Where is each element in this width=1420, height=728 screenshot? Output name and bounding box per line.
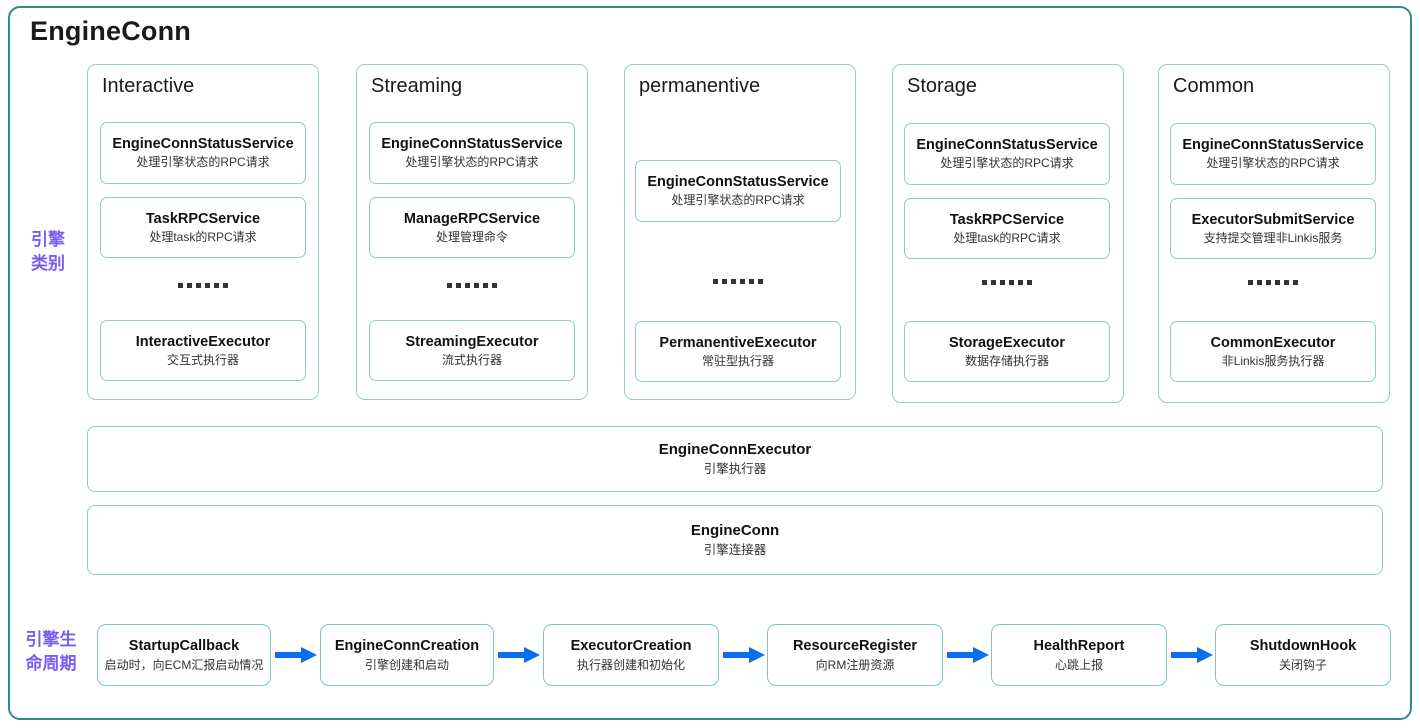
- service-box[interactable]: CommonExecutor 非Linkis服务执行器: [1170, 321, 1376, 382]
- ellipsis-icon: [369, 283, 575, 288]
- service-desc: 处理task的RPC请求: [149, 229, 257, 244]
- service-name: EngineConnStatusService: [647, 174, 829, 190]
- service-box[interactable]: EngineConnStatusService 处理引擎状态的RPC请求: [369, 122, 575, 184]
- ellipsis-icon: [904, 280, 1110, 285]
- service-name: PermanentiveExecutor: [659, 334, 817, 351]
- service-desc: 非Linkis服务执行器: [1221, 353, 1325, 368]
- arrow-icon: [947, 647, 989, 663]
- lifecycle-desc: 引擎创建和启动: [364, 657, 449, 672]
- lifecycle-desc: 关闭钩子: [1278, 657, 1327, 672]
- lifecycle-step-startupcallback[interactable]: StartupCallback 启动时，向ECM汇报启动情况: [97, 624, 271, 686]
- service-desc: 处理引擎状态的RPC请求: [671, 193, 805, 207]
- service-box[interactable]: EngineConnStatusService 处理引擎状态的RPC请求: [635, 160, 841, 222]
- rail-label-engine-category: 引擎 类别: [31, 230, 65, 273]
- lifecycle-step-resourceregister[interactable]: ResourceRegister 向RM注册资源: [767, 624, 943, 686]
- arrow-icon: [498, 647, 540, 663]
- lifecycle-step-executorcreation[interactable]: ExecutorCreation 执行器创建和初始化: [543, 624, 719, 686]
- service-desc: 处理引擎状态的RPC请求: [405, 155, 539, 169]
- service-name: EngineConnStatusService: [1182, 137, 1364, 153]
- service-desc: 处理引擎状态的RPC请求: [1206, 156, 1340, 170]
- lifecycle-desc: 心跳上报: [1054, 657, 1103, 672]
- service-name: ExecutorSubmitService: [1191, 211, 1355, 228]
- service-box[interactable]: TaskRPCService 处理task的RPC请求: [904, 198, 1110, 259]
- lifecycle-step-shutdownhook[interactable]: ShutdownHook 关闭钩子: [1215, 624, 1391, 686]
- service-box[interactable]: ManageRPCService 处理管理命令: [369, 197, 575, 258]
- service-box[interactable]: EngineConnStatusService 处理引擎状态的RPC请求: [1170, 123, 1376, 185]
- lifecycle-desc: 执行器创建和初始化: [576, 657, 685, 672]
- service-name: StorageExecutor: [948, 334, 1066, 351]
- service-desc: 处理引擎状态的RPC请求: [136, 155, 270, 169]
- service-name: EngineConnStatusService: [916, 137, 1098, 153]
- lifecycle-step-healthreport[interactable]: HealthReport 心跳上报: [991, 624, 1167, 686]
- page-title: EngineConn: [30, 16, 191, 46]
- service-box[interactable]: ExecutorSubmitService 支持提交管理非Linkis服务: [1170, 198, 1376, 259]
- lifecycle-step-engineconncreation[interactable]: EngineConnCreation 引擎创建和启动: [320, 624, 494, 686]
- ellipsis-icon: [100, 283, 306, 288]
- bar-name: EngineConnExecutor: [658, 441, 812, 458]
- bar-name: EngineConn: [690, 522, 780, 539]
- lifecycle-name: StartupCallback: [128, 637, 240, 654]
- bar-desc: 引擎执行器: [703, 462, 767, 476]
- column-title: Storage: [907, 75, 978, 97]
- ellipsis-icon: [635, 279, 841, 284]
- lifecycle-name: EngineConnCreation: [334, 637, 480, 654]
- lifecycle-desc: 启动时，向ECM汇报启动情况: [104, 657, 264, 672]
- service-desc: 处理管理命令: [435, 229, 508, 244]
- bar-desc: 引擎连接器: [703, 543, 767, 557]
- service-name: ManageRPCService: [403, 210, 541, 227]
- column-title: Common: [1173, 75, 1255, 97]
- service-box[interactable]: TaskRPCService 处理task的RPC请求: [100, 197, 306, 258]
- bar-engineconn[interactable]: EngineConn 引擎连接器: [87, 505, 1383, 575]
- service-box[interactable]: StorageExecutor 数据存储执行器: [904, 321, 1110, 382]
- service-desc: 常驻型执行器: [701, 353, 774, 368]
- lifecycle-name: HealthReport: [1033, 637, 1125, 654]
- arrow-icon: [1171, 647, 1213, 663]
- ellipsis-icon: [1170, 280, 1376, 285]
- column-title: Interactive: [102, 75, 195, 97]
- arrow-icon: [723, 647, 765, 663]
- column-title: Streaming: [371, 75, 463, 97]
- column-title: permanentive: [639, 75, 761, 97]
- service-desc: 支持提交管理非Linkis服务: [1203, 230, 1343, 245]
- service-name: EngineConnStatusService: [381, 136, 563, 152]
- service-name: StreamingExecutor: [405, 333, 539, 350]
- rail-label-engine-lifecycle: 引擎生 命周期: [25, 630, 77, 673]
- lifecycle-name: ResourceRegister: [792, 637, 918, 654]
- service-name: InteractiveExecutor: [135, 333, 271, 350]
- service-box[interactable]: EngineConnStatusService 处理引擎状态的RPC请求: [100, 122, 306, 184]
- service-name: CommonExecutor: [1210, 334, 1336, 351]
- service-desc: 交互式执行器: [166, 352, 239, 367]
- lifecycle-name: ExecutorCreation: [570, 637, 692, 654]
- service-desc: 流式执行器: [441, 352, 502, 367]
- service-box[interactable]: PermanentiveExecutor 常驻型执行器: [635, 321, 841, 382]
- service-name: TaskRPCService: [949, 211, 1065, 228]
- service-box[interactable]: EngineConnStatusService 处理引擎状态的RPC请求: [904, 123, 1110, 185]
- arrow-icon: [275, 647, 317, 663]
- lifecycle-desc: 向RM注册资源: [815, 657, 895, 672]
- lifecycle-name: ShutdownHook: [1249, 637, 1357, 654]
- bar-engineconn-executor[interactable]: EngineConnExecutor 引擎执行器: [87, 426, 1383, 492]
- service-box[interactable]: InteractiveExecutor 交互式执行器: [100, 320, 306, 381]
- service-name: EngineConnStatusService: [112, 136, 294, 152]
- service-box[interactable]: StreamingExecutor 流式执行器: [369, 320, 575, 381]
- service-desc: 数据存储执行器: [964, 353, 1049, 368]
- service-name: TaskRPCService: [145, 210, 261, 227]
- service-desc: 处理task的RPC请求: [953, 230, 1061, 245]
- service-desc: 处理引擎状态的RPC请求: [940, 156, 1074, 170]
